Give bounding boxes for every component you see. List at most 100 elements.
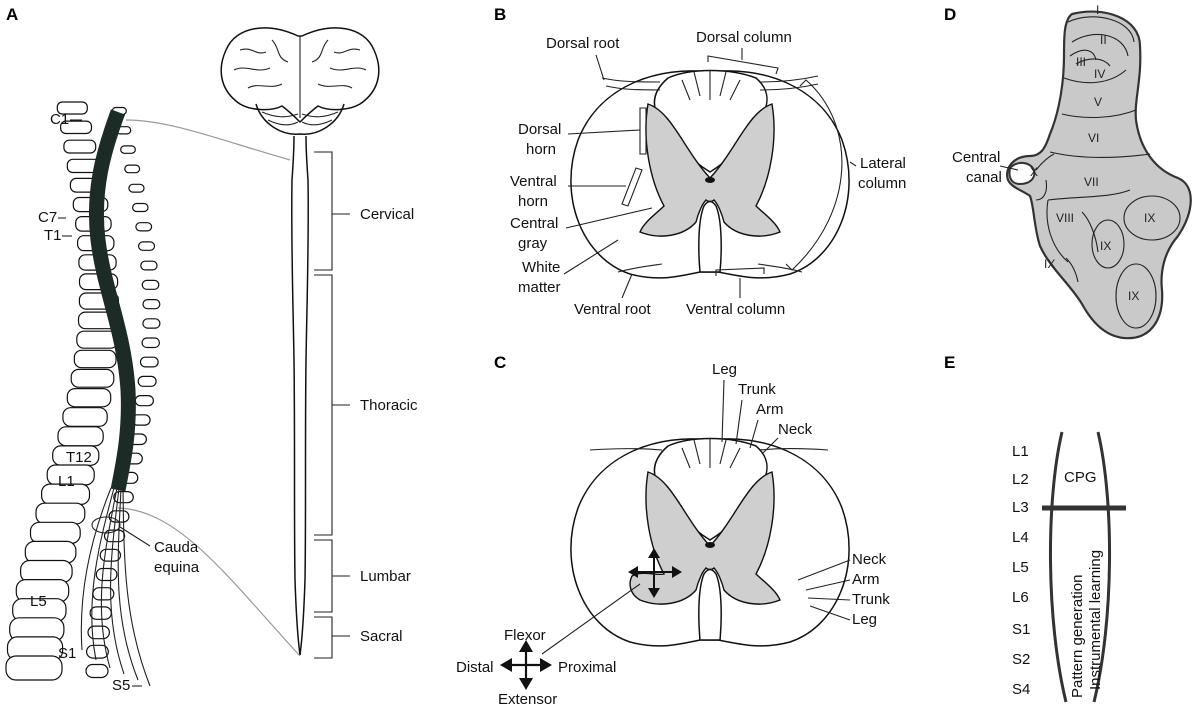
label-dorsal-column: Dorsal column [696, 29, 792, 46]
lamina-ix-1: IX [1144, 211, 1155, 225]
spinal-cord-illustration [290, 135, 310, 656]
ptr-top-neck [761, 437, 779, 455]
vertebra-process [141, 279, 160, 290]
segment-l5: L5 [1012, 559, 1029, 576]
connector-line-top [125, 119, 291, 161]
vertebra-body [70, 368, 115, 388]
ptr-top-leg [721, 379, 725, 443]
vertebra-label-s1: S1 [58, 645, 76, 662]
label-ventral-horn-1: Ventral [510, 173, 557, 190]
ptr-to-gray-arrows [541, 583, 641, 655]
ptr-dorsal-root [595, 54, 605, 81]
cord-cross-section-b [570, 55, 850, 279]
vertebra-body [24, 540, 77, 564]
vertebra-process [128, 183, 145, 193]
label-lateral-column-2: column [858, 175, 906, 192]
vertebra-body [5, 655, 63, 681]
label-cpg: CPG [1064, 469, 1097, 486]
segment-l6: L6 [1012, 589, 1029, 606]
vertebra-body [73, 349, 117, 369]
vertebra-body [35, 502, 86, 525]
region-thoracic: Thoracic [360, 397, 418, 414]
label-central-canal-2: canal [966, 169, 1002, 186]
ptr-white-matter [563, 239, 619, 275]
label-white-matter-2: matter [518, 279, 561, 296]
lamina-i: I [1096, 3, 1099, 17]
label-top-leg: Leg [712, 361, 737, 378]
ptr-central-gray [565, 207, 653, 229]
vertebra-label-l1: L1 [58, 473, 75, 490]
vertebra-label-s5: S5 [112, 677, 130, 694]
ptr-dorsal-horn [567, 129, 641, 135]
vertebra-body [63, 139, 97, 154]
label-lateral-column-1: Lateral [860, 155, 906, 172]
label-proximal: Proximal [558, 659, 616, 676]
segment-bracket [1042, 431, 1126, 703]
vertebra-process [135, 222, 153, 232]
vertebra-process [85, 663, 109, 679]
region-cervical: Cervical [360, 206, 414, 223]
lamina-vi: VI [1088, 131, 1099, 145]
cauda-pointer [119, 526, 151, 547]
lamina-vii: VII [1084, 175, 1099, 189]
vertebra-process [138, 241, 156, 251]
ptr-top-arm [749, 419, 759, 449]
vertebra-process [142, 299, 161, 310]
vertebra-process [87, 625, 110, 640]
vertebra-process [139, 356, 159, 368]
vertebra-body [62, 407, 108, 427]
vertebra-label-l5: L5 [30, 593, 47, 610]
vertebra-body [56, 101, 88, 115]
vertebra-process [124, 164, 141, 174]
lamina-iii: III [1076, 55, 1086, 69]
ptr-top-trunk [735, 399, 743, 445]
lamina-viii: VIII [1056, 211, 1074, 225]
lamina-x: X [1030, 165, 1038, 179]
cord-cross-section-c [570, 437, 850, 647]
label-side-arm: Arm [852, 571, 880, 588]
panel-c-label: C [494, 353, 506, 372]
ptr-side-neck [797, 559, 851, 581]
label-pattern-generation: Pattern generation [1069, 575, 1086, 698]
cauda-equina-strands [80, 487, 151, 687]
vertebra-process [132, 202, 149, 213]
vertebra-process [137, 375, 157, 387]
vertebra-process [120, 145, 136, 154]
segment-l4: L4 [1012, 529, 1029, 546]
brain-illustration [220, 27, 380, 135]
segment-l2: L2 [1012, 471, 1029, 488]
vertebra-process [142, 318, 161, 329]
vertebra-body [66, 388, 112, 408]
ptr-side-trunk [807, 597, 851, 601]
label-dorsal-root: Dorsal root [546, 35, 620, 52]
label-ventral-column: Ventral column [686, 301, 785, 318]
segment-s2: S2 [1012, 651, 1030, 668]
ptr-side-arm [805, 579, 851, 591]
region-lumbar: Lumbar [360, 568, 411, 585]
cauda-label-1: Cauda [154, 539, 199, 556]
label-top-arm: Arm [756, 401, 784, 418]
label-side-trunk: Trunk [852, 591, 890, 608]
vertebra-label-c1: C1 [50, 111, 69, 128]
region-brackets [314, 151, 350, 659]
vertebra-process [99, 548, 122, 562]
gray-matter-laminae [1006, 10, 1192, 340]
ptr-central-canal [999, 165, 1019, 171]
lamina-ix-3: IX [1128, 289, 1139, 303]
panel-b-label: B [494, 5, 506, 24]
vertebra-process [140, 260, 158, 271]
ptr-ventral-root [621, 273, 633, 299]
label-white-matter-1: White [522, 259, 560, 276]
direction-legend-arrows [500, 640, 552, 690]
label-top-neck: Neck [778, 421, 813, 438]
label-ventral-horn-2: horn [518, 193, 548, 210]
label-central-gray-1: Central [510, 215, 558, 232]
vertebra-label-c7: C7 [38, 209, 57, 226]
panel-d-label: D [944, 5, 956, 24]
label-distal: Distal [456, 659, 494, 676]
vertebra-body [29, 521, 81, 544]
lamina-ix-2: IX [1100, 239, 1111, 253]
lamina-ix-4: IX [1044, 257, 1055, 271]
lamina-iv: IV [1094, 67, 1105, 81]
